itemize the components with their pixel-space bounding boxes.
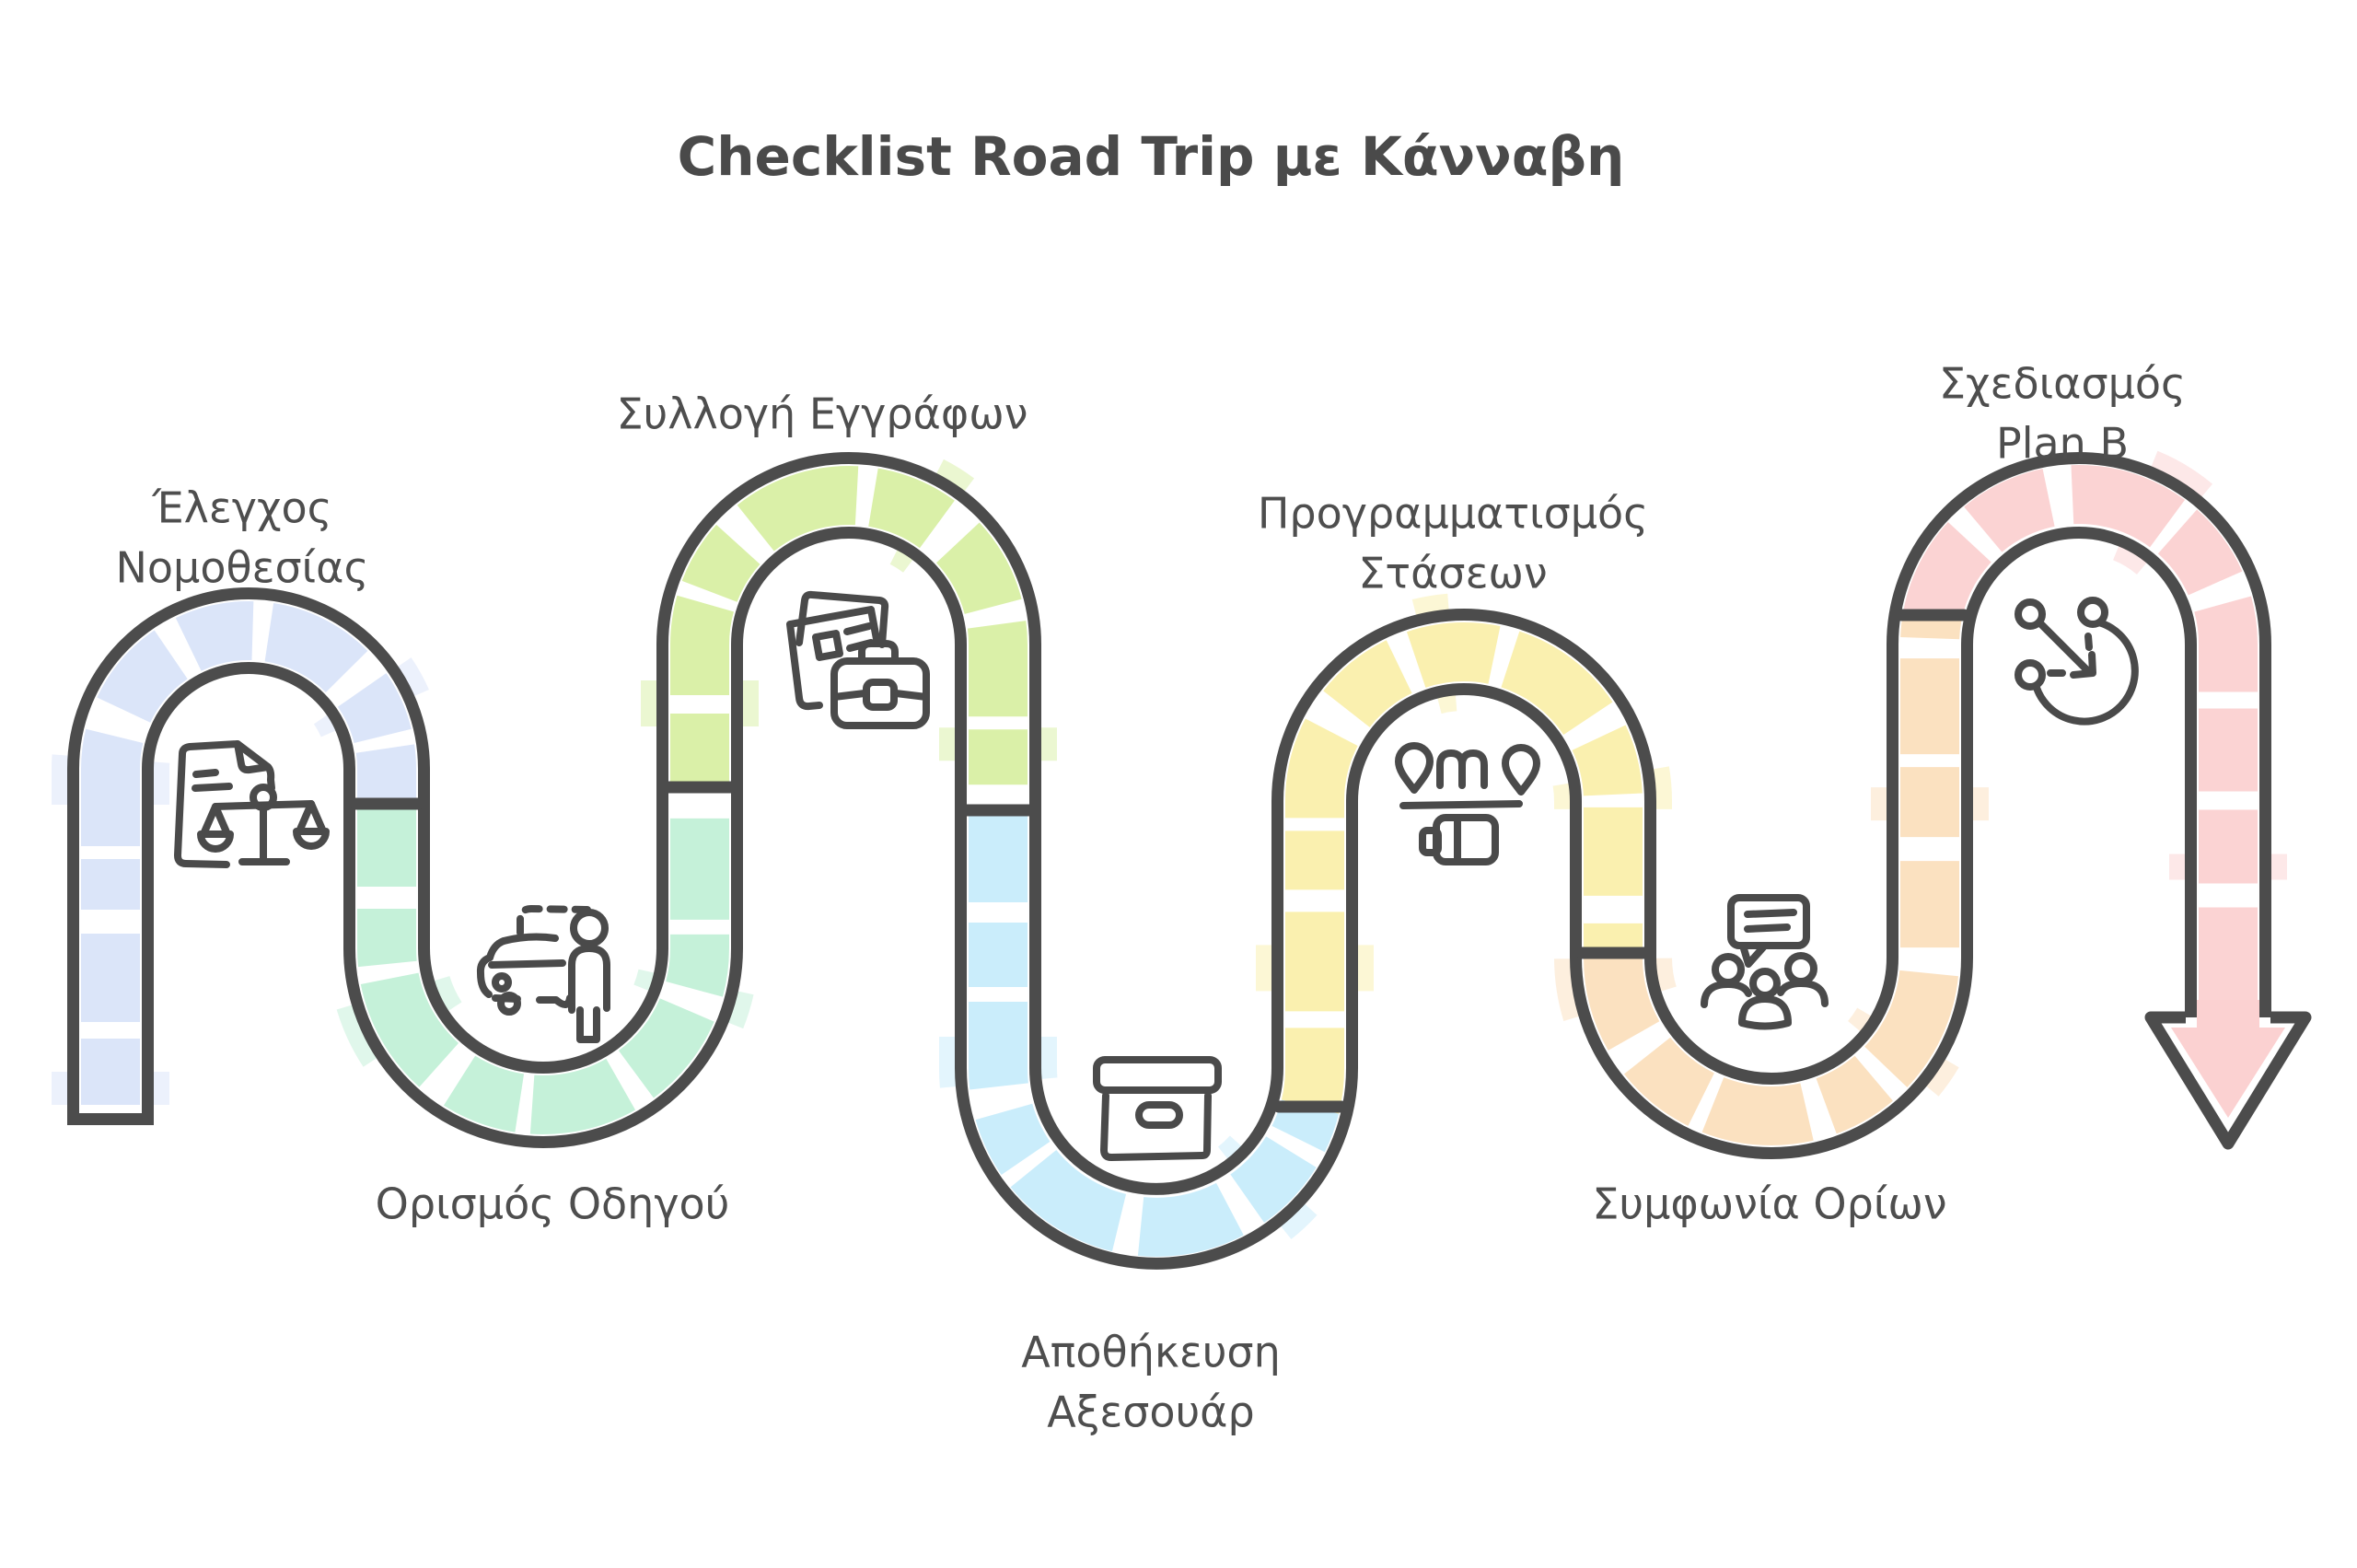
arrow-head-fill (2171, 1028, 2285, 1118)
step-label-store-accessories: Αποθήκευση Αξεσουάρ (1021, 1327, 1281, 1437)
arrow-neck-fill (2197, 1000, 2259, 1031)
step-label-legal-check: Έλεγχος Νομοθεσίας (115, 482, 369, 593)
route-stops-battery-icon (1395, 742, 1540, 865)
road-segment-legal (81, 601, 416, 1105)
road-segment-documents (670, 466, 1028, 810)
documents-briefcase-icon (786, 590, 930, 729)
step-label-collect-documents: Συλλογή Εγγράφων (616, 389, 1028, 439)
step-label-agree-limits: Συμφωνία Ορίων (1592, 1179, 1947, 1229)
road-segment-driver (357, 787, 729, 1134)
page-title: Checklist Road Trip με Κάνναβη (677, 125, 1625, 188)
step-label-designate-driver: Ορισμός Οδηγού (375, 1179, 730, 1229)
road-segment-plan-b (1903, 465, 2258, 1013)
road-segment-stops (1281, 622, 1643, 1114)
car-driver-icon (476, 905, 610, 1043)
storage-box-icon (1093, 1056, 1222, 1161)
road-segment-accessories (968, 810, 1340, 1257)
road-segment-limits (1584, 609, 1962, 1145)
road-segments (81, 465, 2285, 1257)
legal-document-scales-icon (174, 740, 330, 868)
step-label-plan-stops: Προγραμματισμός Στάσεων (1257, 488, 1649, 598)
group-chat-icon (1701, 894, 1829, 1030)
alternate-route-icon (2014, 597, 2139, 726)
segment-dividers (349, 609, 1970, 1113)
step-label-plan-b: Σχεδιασμός Plan B (1938, 358, 2187, 469)
